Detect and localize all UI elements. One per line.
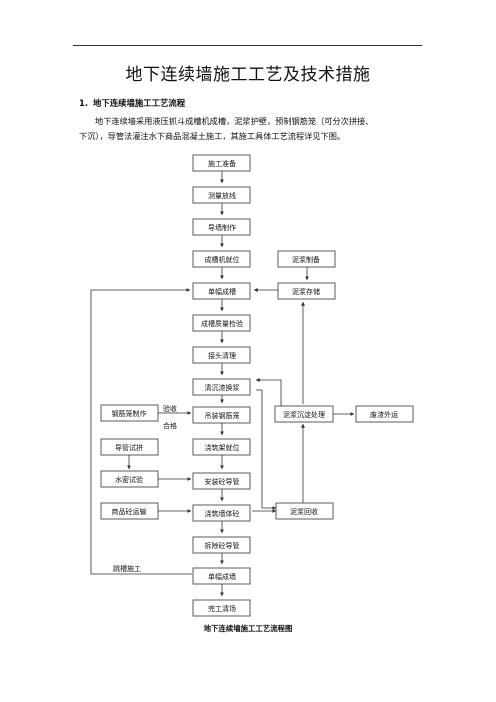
section-number: 1. [79, 98, 89, 108]
intro-paragraph: 地下连续墙采用液压抓斗成槽机成槽，泥浆护壁，预制钢筋笼（可分次拼接、 下沉），导… [79, 114, 424, 144]
section-heading-text: 地下连续墙施工工艺流程 [93, 98, 186, 108]
step-slurry-prep [277, 250, 336, 268]
header-rule [73, 45, 422, 46]
step-slurry-prep-label: 泥浆制备 [292, 255, 320, 264]
step-slurry-recovery-label: 泥浆回收 [290, 507, 318, 516]
step-waste-removal-label: 废渣外运 [370, 410, 398, 419]
left-step-column: 钢筋笼制作 导管试拼 水密试验 商品砼运输 [100, 404, 159, 520]
step-lift-cage [192, 406, 251, 424]
step-slurry-storage-label: 泥浆存储 [292, 287, 320, 296]
label-pass: 合格 [163, 421, 177, 430]
section-heading: 1. 地下连续墙施工工艺流程 [79, 97, 185, 109]
step-site-clearance-label: 完工清场 [208, 604, 236, 613]
step-install-pipe-label: 安装砼导管 [205, 477, 240, 486]
paragraph-line-2: 下沉），导管法灌注水下商品混凝土施工，其施工具体工艺流程详见下图。 [79, 131, 346, 141]
step-pour-frame-label: 浇筑架就位 [205, 443, 240, 452]
step-single-trench-label: 单幅成槽 [208, 287, 236, 296]
step-concrete-transport [100, 502, 159, 520]
document-title: 地下连续墙施工工艺及技术措施 [125, 65, 371, 85]
step-install-pipe [192, 472, 251, 490]
step-construction-prep [192, 154, 251, 172]
step-watertight-test-label: 水密试验 [115, 475, 143, 484]
step-slurry-treatment [274, 405, 334, 423]
step-machine-position-label: 成槽机就位 [205, 255, 240, 264]
flow-connectors [90, 171, 355, 597]
step-pour-concrete-label: 浇筑墙体砼 [205, 509, 240, 518]
main-step-column: 施工准备 测量放线 导墙制作 成槽机就位 单幅成槽 成槽质量检验 接头清理 清沉… [192, 154, 251, 617]
arrow-skip-slot-loop [90, 288, 192, 575]
step-desilting-label: 清沉渣换浆 [205, 383, 240, 392]
step-survey-layout-label: 测量放线 [208, 191, 236, 200]
step-joint-cleaning [192, 346, 251, 364]
step-pour-concrete [192, 504, 251, 522]
step-concrete-transport-label: 商品砼运输 [112, 507, 147, 516]
step-trench-inspection [192, 314, 251, 332]
step-cage-fabrication-label: 钢筋笼制作 [112, 409, 147, 418]
step-joint-cleaning-label: 接头清理 [208, 351, 236, 360]
step-pour-frame [192, 438, 251, 456]
figure-caption: 地下连续墙施工工艺流程图 [203, 624, 293, 633]
step-slurry-recovery [275, 502, 334, 520]
step-guide-wall [192, 218, 251, 236]
paragraph-line-1: 地下连续墙采用液压抓斗成槽机成槽，泥浆护壁，预制钢筋笼（可分次拼接、 [95, 116, 374, 126]
step-construction-prep-label: 施工准备 [208, 159, 236, 168]
step-watertight-test [100, 470, 159, 488]
step-single-wall-label: 单幅成墙 [208, 572, 236, 581]
slurry-step-column: 泥浆制备 泥浆存储 泥浆沉淀处理 泥浆回收 废渣外运 [274, 250, 414, 520]
step-desilting [192, 378, 251, 396]
label-skip-slot: 跳槽施工 [113, 564, 141, 573]
step-slurry-storage [277, 282, 336, 300]
step-site-clearance [192, 599, 251, 617]
step-lift-cage-label: 吊装钢筋笼 [205, 411, 240, 420]
arrow-clean-to-recover [256, 389, 277, 510]
step-single-wall [192, 567, 251, 585]
step-waste-removal [355, 405, 414, 423]
step-cage-fabrication [100, 404, 159, 422]
step-survey-layout [192, 186, 251, 204]
step-pipe-trial-label: 导管试拼 [115, 443, 143, 452]
step-pipe-trial [100, 438, 159, 456]
label-inspect: 验收 [163, 404, 177, 413]
step-trench-inspection-label: 成槽质量检验 [201, 319, 243, 328]
step-slurry-treatment-label: 泥浆沉淀处理 [283, 410, 325, 419]
step-remove-pipe-label: 拆除砼导管 [205, 541, 240, 550]
step-machine-position [192, 250, 251, 268]
step-single-trench [192, 282, 251, 300]
arrow-treat-to-clean [255, 378, 282, 414]
step-guide-wall-label: 导墙制作 [208, 223, 236, 232]
step-remove-pipe [192, 536, 251, 554]
